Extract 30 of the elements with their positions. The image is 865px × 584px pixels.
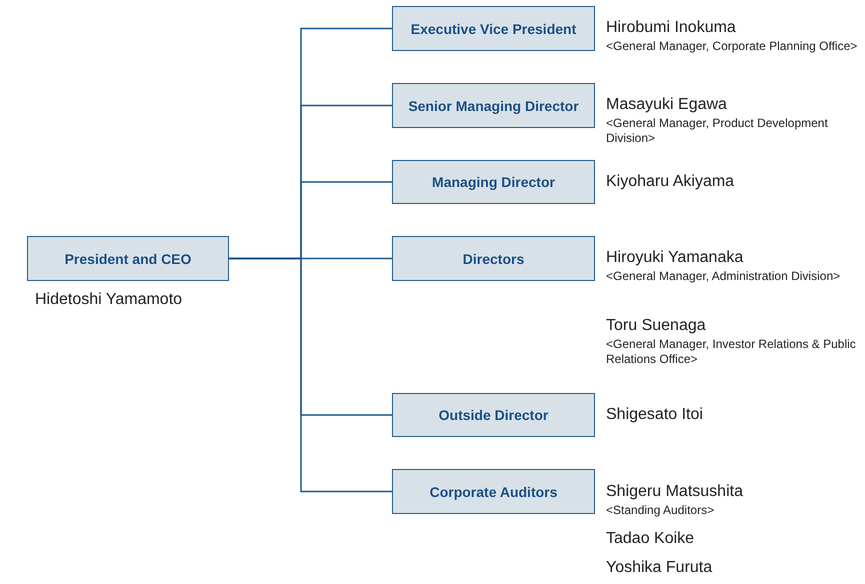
position-box <box>27 236 229 281</box>
position-box <box>392 236 595 281</box>
person-name: Hidetoshi Yamamoto <box>35 290 184 309</box>
person-name: Masayuki Egawa <box>606 95 728 114</box>
person-name: Yoshika Furuta <box>606 558 714 577</box>
position-title: Outside Director <box>438 407 548 423</box>
person-name: Tadao Koike <box>606 529 696 548</box>
person-name: Shigeru Matsushita <box>606 482 744 501</box>
connector-line <box>229 258 392 492</box>
position-title: Senior Managing Director <box>408 98 579 114</box>
position-box <box>392 393 595 437</box>
role-note: <General Manager, Corporate Planning Office> <box>606 39 858 54</box>
position-title: Managing Director <box>432 174 555 190</box>
position-title: Corporate Auditors <box>430 484 558 500</box>
position-box <box>392 6 595 51</box>
position-box <box>392 469 595 514</box>
position-title: Executive Vice President <box>410 20 576 36</box>
position-box <box>392 83 595 128</box>
person-name: Hirobumi Inokuma <box>606 18 737 37</box>
role-note: <General Manager, Investor Relations & Public Relations Office> <box>606 337 857 367</box>
position-box <box>392 160 595 204</box>
position-title: Directors <box>462 250 524 266</box>
role-note: <Standing Auditors> <box>606 503 716 518</box>
person-name: Shigesato Itoi <box>606 405 704 424</box>
position-title: President and CEO <box>64 250 192 266</box>
person-name: Kiyoharu Akiyama <box>606 172 736 191</box>
person-name: Hiroyuki Yamanaka <box>606 248 744 267</box>
role-note: <General Manager, Administration Division> <box>606 269 842 284</box>
person-name: Toru Suenaga <box>606 316 707 335</box>
role-note: <General Manager, Product Development Division> <box>606 116 829 146</box>
